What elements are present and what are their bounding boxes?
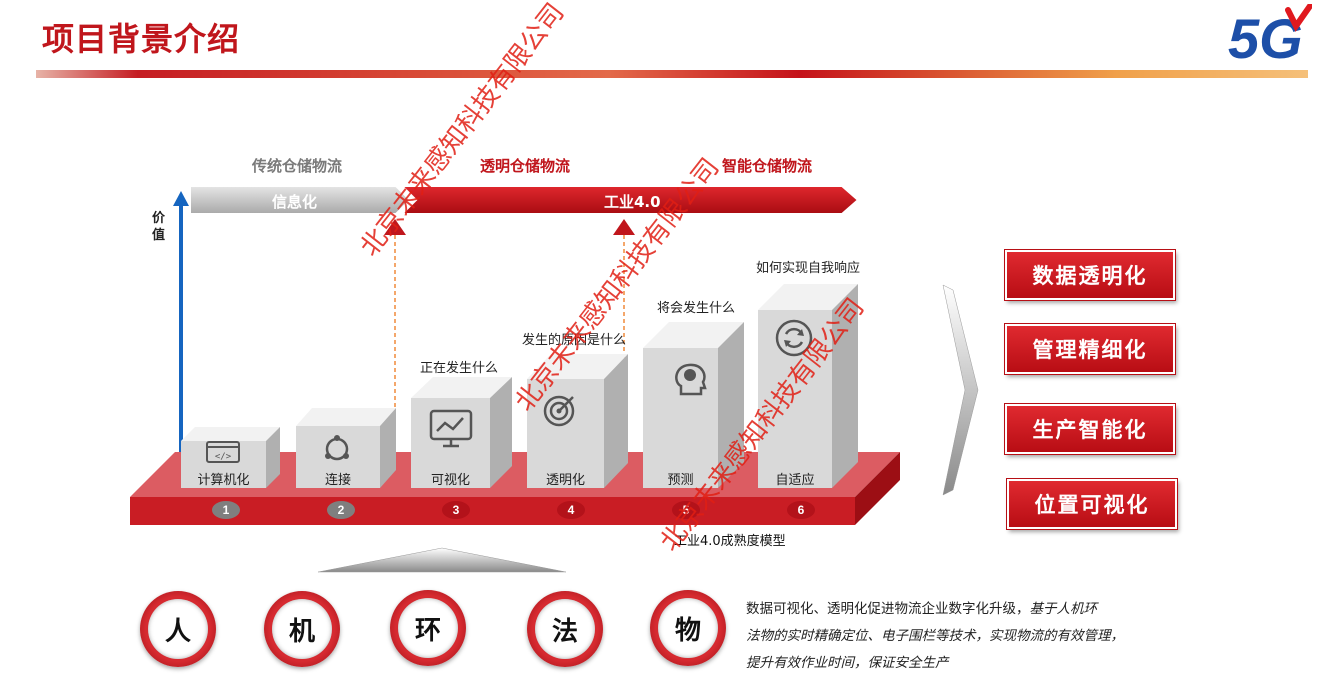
- factor-circle-material: 物: [650, 590, 726, 666]
- stage-block-2: [296, 408, 396, 488]
- milestone-marker-1: [384, 219, 406, 235]
- target-icon: [543, 395, 575, 427]
- 5g-logo-icon: 5G: [1228, 4, 1312, 66]
- svg-text:2: 2: [338, 503, 345, 517]
- value-axis-arrowhead: [173, 191, 189, 206]
- stage-number-6: 6: [787, 501, 815, 519]
- stage-block-6: [758, 284, 858, 488]
- milestone-marker-2: [613, 219, 635, 235]
- phase-label-transparent: 透明仓储物流: [480, 157, 571, 175]
- stage-question-5: 将会发生什么: [657, 301, 736, 316]
- platform-front: [130, 497, 855, 525]
- stage-block-4: [527, 354, 628, 488]
- svg-text:5: 5: [683, 503, 690, 517]
- stage-question-4: 发生的原因是什么: [522, 333, 627, 348]
- monitor-chart-icon: [429, 409, 473, 448]
- factor-label-method: 法: [535, 599, 595, 659]
- stage-block-5: [643, 322, 744, 488]
- factor-label-material: 物: [658, 598, 718, 658]
- stage-number-2: 2: [327, 501, 355, 519]
- factor-circle-method: 法: [527, 591, 603, 667]
- description-text: 数据可视化、透明化促进物流企业数字化升级，基于人机环 法物的实时精确定位、电子围…: [746, 596, 1186, 677]
- industry-label: 工业4.0: [604, 193, 661, 211]
- svg-text:</>: </>: [215, 452, 232, 462]
- page-title: 项目背景介绍: [42, 20, 241, 58]
- stage-label-1: 计算机化: [197, 473, 250, 488]
- svg-text:6: 6: [798, 503, 805, 517]
- stage-label-4: 透明化: [545, 473, 585, 488]
- informatization-arrow: [189, 185, 412, 215]
- stage-label-3: 可视化: [430, 473, 470, 488]
- feature-refined-management: 管理精细化: [1004, 323, 1176, 375]
- description-line-1-normal: 数据可视化、透明化促进物流企业数字化升级，: [746, 601, 1030, 617]
- platform-side: [855, 452, 900, 525]
- feature-location-visualization: 位置可视化: [1006, 478, 1178, 530]
- factor-label-person: 人: [148, 599, 208, 659]
- stage-label-6: 自适应: [775, 473, 815, 488]
- stage-question-6: 如何实现自我响应: [756, 261, 861, 276]
- factor-label-environment: 环: [398, 598, 458, 658]
- factor-circle-machine: 机: [264, 591, 340, 667]
- connection-cycle-icon: [325, 435, 349, 461]
- industry-arrow: [399, 185, 860, 215]
- model-caption: 工业4.0成熟度模型: [674, 534, 786, 549]
- bottom-divider-triangle: [317, 547, 567, 573]
- stage-number-5: 5: [672, 501, 700, 519]
- svg-text:3: 3: [453, 503, 460, 517]
- stage-number-1: 1: [212, 501, 240, 519]
- description-line-2: 法物的实时精确定位、电子围栏等技术，实现物流的有效管理，: [746, 628, 1124, 644]
- value-axis-label: 价 值: [152, 210, 165, 244]
- svg-text:4: 4: [568, 503, 575, 517]
- factor-label-machine: 机: [272, 599, 332, 659]
- stage-number-3: 3: [442, 501, 470, 519]
- description-line-1-italic: 基于人机环: [1029, 601, 1098, 617]
- feature-data-transparency: 数据透明化: [1004, 249, 1176, 301]
- description-line-3: 提升有效作业时间，保证安全生产: [746, 655, 949, 671]
- factor-circle-person: 人: [140, 591, 216, 667]
- phase-label-smart: 智能仓储物流: [722, 157, 813, 175]
- stage-label-2: 连接: [324, 473, 351, 488]
- stage-block-1: [181, 427, 280, 488]
- stage-label-5: 预测: [667, 473, 694, 488]
- feature-intelligent-production: 生产智能化: [1004, 403, 1176, 455]
- refresh-cycle-icon: [775, 319, 813, 357]
- stage-question-3: 正在发生什么: [420, 361, 499, 376]
- phase-label-traditional: 传统仓储物流: [252, 157, 343, 175]
- value-axis-label-line1: 价: [152, 211, 166, 226]
- head-brain-icon: [675, 363, 707, 396]
- factor-circle-environment: 环: [390, 590, 466, 666]
- separator-chevron: [942, 284, 979, 496]
- informatization-label: 信息化: [272, 193, 318, 211]
- code-window-icon: </>: [206, 441, 240, 463]
- value-axis-label-line2: 值: [152, 228, 166, 243]
- description-line-1: 数据可视化、透明化促进物流企业数字化升级，基于人机环: [746, 596, 1186, 623]
- svg-text:1: 1: [223, 503, 230, 517]
- stage-number-4: 4: [557, 501, 585, 519]
- header-banner: [36, 70, 1308, 78]
